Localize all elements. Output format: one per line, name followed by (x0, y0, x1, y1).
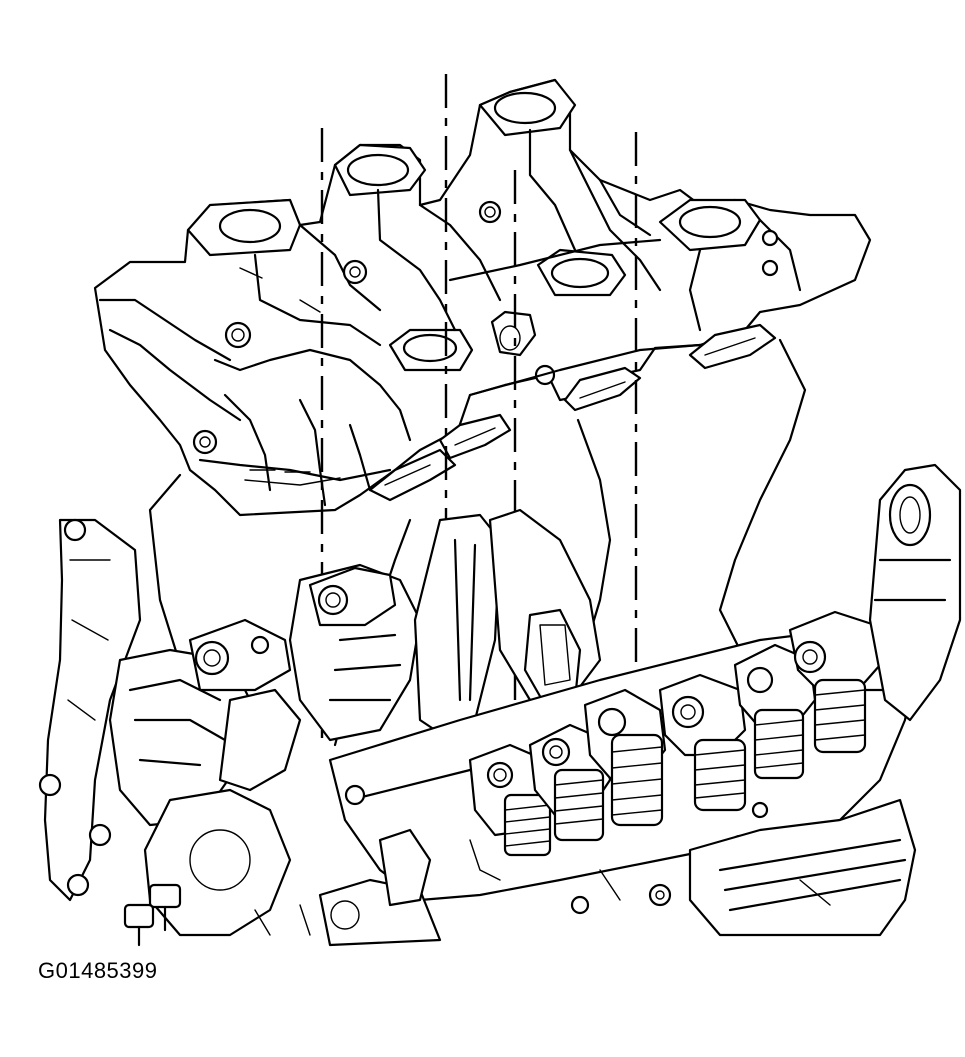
bolt-left-1 (38, 773, 62, 797)
gasket-3 (563, 366, 642, 412)
manifold-bolt-6 (761, 229, 779, 247)
rocker-arm-center-left (308, 566, 397, 627)
bolt-right-2 (751, 801, 769, 819)
bolt-lower-left-2 (123, 903, 155, 947)
bolt-lower-left-1 (148, 883, 182, 932)
intake-port-1 (186, 198, 302, 257)
valve-spring-6 (813, 678, 867, 754)
valve-spring-3 (610, 733, 664, 827)
rocker-arm-6 (788, 610, 882, 694)
manifold-bolt-1 (224, 321, 252, 349)
bolt-center-3 (570, 895, 590, 915)
figure-id-label: G01485399 (38, 958, 158, 983)
manifold-bolt-3 (478, 200, 502, 224)
manifold-bolt-4 (192, 429, 218, 455)
bolt-center-1 (344, 784, 366, 806)
rocker-arm-5 (733, 643, 817, 730)
manifold-bolt-2 (342, 259, 368, 285)
gasket-4 (688, 323, 777, 370)
manifold-bolt-7 (761, 259, 779, 277)
rocker-arm-left (188, 618, 292, 692)
intake-port-4 (658, 198, 762, 252)
intake-port-2 (333, 143, 427, 197)
intake-port-6 (388, 328, 474, 372)
valve-spring-4 (693, 738, 747, 812)
valve-spring-5 (753, 708, 805, 780)
intake-manifold (93, 78, 872, 517)
intake-port-5 (536, 248, 627, 297)
gasket-2 (438, 413, 512, 460)
valve-spring-2 (553, 768, 605, 842)
intake-port-3 (478, 78, 577, 137)
gasket-1 (368, 448, 457, 502)
rocker-arm-4 (658, 673, 747, 757)
cylinder-head (38, 463, 962, 947)
valve-spring-1 (503, 793, 552, 857)
bolt-center-2 (648, 883, 672, 907)
engine-diagram (38, 74, 962, 947)
bolt-left-2 (88, 823, 112, 847)
